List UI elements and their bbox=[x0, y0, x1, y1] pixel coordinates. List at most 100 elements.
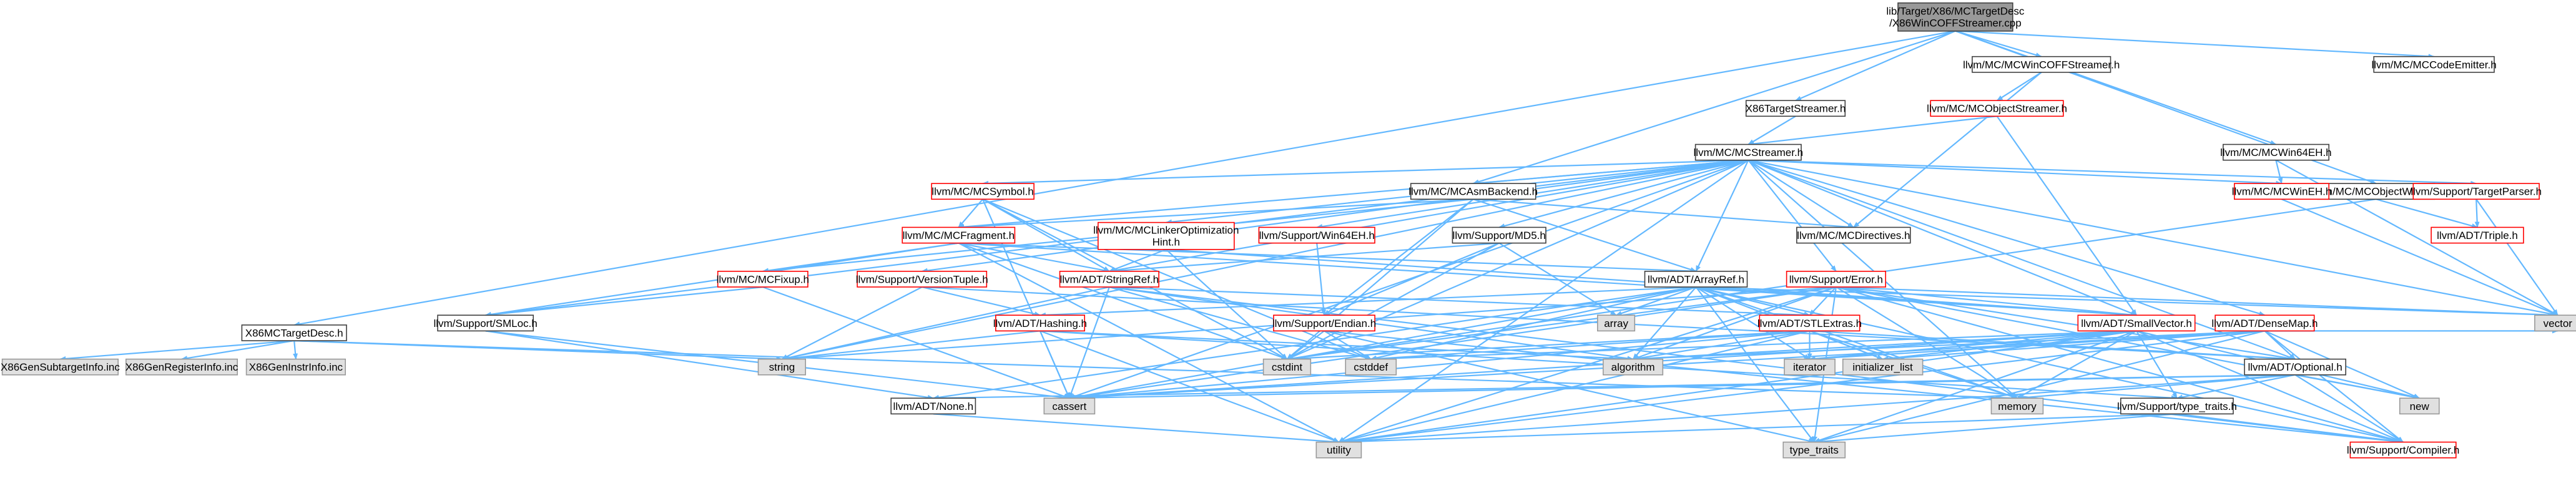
node-std_memory: memory bbox=[1990, 397, 2044, 415]
dependency-edge-typetraits-to-std_typetraits bbox=[1813, 413, 2177, 444]
dependency-edge-optional-to-std_cassert bbox=[1068, 374, 2296, 401]
node-box bbox=[1410, 183, 1536, 200]
node-std_iterator: iterator bbox=[1784, 358, 1836, 376]
node-none[interactable]: llvm/ADT/None.h bbox=[890, 397, 976, 415]
dependency-edge-supporterror-to-smallvector bbox=[1836, 286, 2137, 318]
dependency-edge-endian-to-compiler bbox=[1324, 330, 2404, 444]
node-box bbox=[241, 324, 347, 341]
dependency-edge-smallvector-to-std_iterator bbox=[1809, 330, 2137, 361]
node-std_initlist: initializer_list bbox=[1842, 358, 1924, 376]
node-mcfragment[interactable]: llvm/MC/MCFragment.h bbox=[902, 226, 1016, 244]
dependency-edge-x86mctargetdesc-to-x86subtargetinfo bbox=[59, 340, 295, 361]
node-std_string: string bbox=[757, 358, 806, 376]
dependency-edge-x86targetstreamer-to-mcstreamer bbox=[1748, 115, 1796, 145]
node-label: llvm/Support/TargetParser.h bbox=[2411, 186, 2542, 198]
node-box bbox=[1694, 143, 1802, 161]
node-x86targetstreamer[interactable]: X86TargetStreamer.h bbox=[1746, 100, 1846, 117]
node-compiler[interactable]: llvm/Support/Compiler.h bbox=[2347, 441, 2459, 459]
node-arrayref[interactable]: llvm/ADT/ArrayRef.h bbox=[1644, 270, 1748, 288]
node-stringref[interactable]: llvm/ADT/StringRef.h bbox=[1059, 270, 1159, 288]
node-hashing[interactable]: llvm/ADT/Hashing.h bbox=[993, 314, 1087, 332]
node-mcdirectives[interactable]: llvm/MC/MCDirectives.h bbox=[1796, 226, 1911, 244]
node-smloc[interactable]: llvm/Support/SMLoc.h bbox=[433, 314, 538, 332]
dependency-edge-arrayref-to-std_memory bbox=[1696, 286, 2018, 399]
dependency-edge-smallvector-to-std_cstddef bbox=[1370, 330, 2137, 362]
node-box bbox=[1786, 270, 1887, 288]
dependency-edge-mcfixup-to-smloc bbox=[484, 286, 763, 318]
node-versiontuple[interactable]: llvm/Support/VersionTuple.h bbox=[856, 270, 988, 288]
node-mcwineh[interactable]: llvm/MC/MCWinEH.h bbox=[2232, 183, 2332, 200]
node-mcasmbackend[interactable]: llvm/MC/MCAsmBackend.h bbox=[1408, 183, 1538, 200]
dependency-edge-optional-to-typetraits bbox=[2176, 374, 2296, 400]
node-optional[interactable]: llvm/ADT/Optional.h bbox=[2244, 358, 2346, 376]
dependency-edge-arrayref-to-hashing bbox=[1039, 286, 1696, 318]
node-mcwin64eh[interactable]: llvm/MC/MCWin64EH.h bbox=[2220, 143, 2332, 161]
dependency-edge-smallvector-to-typetraits bbox=[2136, 330, 2178, 399]
node-typetraits[interactable]: llvm/Support/type_traits.h bbox=[2117, 397, 2237, 415]
node-label: algorithm bbox=[1611, 361, 1655, 373]
node-stlextras[interactable]: llvm/ADT/STLExtras.h bbox=[1757, 314, 1862, 332]
node-x86mctargetdesc[interactable]: X86MCTargetDesc.h bbox=[241, 324, 347, 341]
node-box bbox=[2349, 441, 2457, 459]
dependency-edge-mcstreamer-to-targetparser bbox=[1748, 159, 2477, 186]
node-win64eh[interactable]: llvm/Support/Win64EH.h bbox=[1258, 226, 1375, 244]
node-box bbox=[1644, 270, 1748, 288]
node-densemap[interactable]: llvm/ADT/DenseMap.h bbox=[2211, 314, 2318, 332]
node-box bbox=[1784, 358, 1836, 376]
dependency-edge-mcsymbol-to-std_cstddef bbox=[982, 198, 1372, 360]
node-targetparser[interactable]: llvm/Support/TargetParser.h bbox=[2411, 183, 2542, 200]
node-label: llvm/ADT/DenseMap.h bbox=[2211, 318, 2318, 329]
node-label: X86GenSubtargetInfo.inc bbox=[1, 361, 120, 373]
node-root[interactable]: lib/Target/X86/MCTargetDesc/X86WinCOFFSt… bbox=[1886, 2, 2025, 32]
node-box bbox=[1043, 397, 1096, 415]
node-label: llvm/ADT/Triple.h bbox=[2437, 230, 2518, 241]
node-box bbox=[1603, 358, 1664, 376]
dependency-edge-mcasmbackend-to-arrayref bbox=[1473, 198, 1697, 272]
node-mcstreamer[interactable]: llvm/MC/MCStreamer.h bbox=[1693, 143, 1803, 161]
node-supporterror[interactable]: llvm/Support/Error.h bbox=[1786, 270, 1887, 288]
dependency-edge-stlextras-to-optional bbox=[1809, 330, 2296, 362]
dependency-edge-root-to-mcwincoffstreamer bbox=[1955, 30, 2042, 57]
node-mcobjectstreamer[interactable]: llvm/MC/MCObjectStreamer.h bbox=[1927, 100, 2067, 117]
dependency-edge-stringref-to-std_cstddef bbox=[1109, 286, 1372, 361]
node-label: llvm/MC/MCSymbol.h bbox=[932, 186, 1033, 198]
dependency-edge-targetparser-to-triple bbox=[2474, 199, 2480, 228]
dependency-edge-densemap-to-std_cassert bbox=[1068, 330, 2265, 401]
node-std_new: new bbox=[2399, 397, 2440, 415]
node-smallvector[interactable]: llvm/ADT/SmallVector.h bbox=[2077, 314, 2196, 332]
node-x86subtargetinfo: X86GenSubtargetInfo.inc bbox=[1, 358, 120, 376]
node-md5[interactable]: llvm/Support/MD5.h bbox=[1452, 226, 1546, 244]
node-std_cstdint: cstdint bbox=[1262, 358, 1312, 376]
node-mcwincoffstreamer[interactable]: llvm/MC/MCWinCOFFStreamer.h bbox=[1963, 56, 2120, 73]
node-box bbox=[1, 358, 119, 376]
dependency-edge-none-to-std_utility bbox=[933, 413, 1340, 444]
node-box bbox=[2120, 397, 2234, 415]
node-box bbox=[2077, 314, 2196, 332]
dependency-edge-md5-to-std_cstdint bbox=[1286, 242, 1500, 360]
node-label: utility bbox=[1327, 444, 1351, 456]
dependency-edge-supporterror-to-std_cassert bbox=[1068, 286, 1837, 400]
dependency-edge-hashing-to-std_utility bbox=[1040, 330, 1340, 443]
node-label: string bbox=[769, 361, 795, 373]
node-mccodeemitter[interactable]: llvm/MC/MCCodeEmitter.h bbox=[2371, 56, 2497, 73]
node-mcfixup[interactable]: llvm/MC/MCFixup.h bbox=[717, 270, 809, 288]
dependency-edge-mcstreamer-to-mcsymbol bbox=[982, 159, 1749, 186]
node-std_typetraits: type_traits bbox=[1782, 441, 1846, 459]
node-mcsymbol[interactable]: llvm/MC/MCSymbol.h bbox=[931, 183, 1035, 200]
node-box bbox=[2399, 397, 2440, 415]
node-label: memory bbox=[1998, 401, 2037, 412]
node-label: llvm/Support/VersionTuple.h bbox=[856, 273, 988, 285]
node-label: cstdint bbox=[1272, 361, 1302, 373]
node-box bbox=[757, 358, 806, 376]
node-label: llvm/MC/MCStreamer.h bbox=[1693, 147, 1803, 158]
node-triple[interactable]: llvm/ADT/Triple.h bbox=[2431, 226, 2524, 244]
node-label: X86TargetStreamer.h bbox=[1746, 103, 1846, 115]
node-box bbox=[1782, 441, 1846, 459]
dependency-edge-optional-to-std_utility bbox=[1338, 374, 2296, 444]
node-endian[interactable]: llvm/Support/Endian.h bbox=[1272, 314, 1376, 332]
dependency-edge-hashing-to-std_cassert bbox=[1039, 330, 1070, 399]
node-label: llvm/ADT/SmallVector.h bbox=[2081, 318, 2192, 329]
dependency-edge-mcstreamer-to-std_vector bbox=[1748, 159, 2559, 317]
node-box bbox=[2223, 143, 2330, 161]
